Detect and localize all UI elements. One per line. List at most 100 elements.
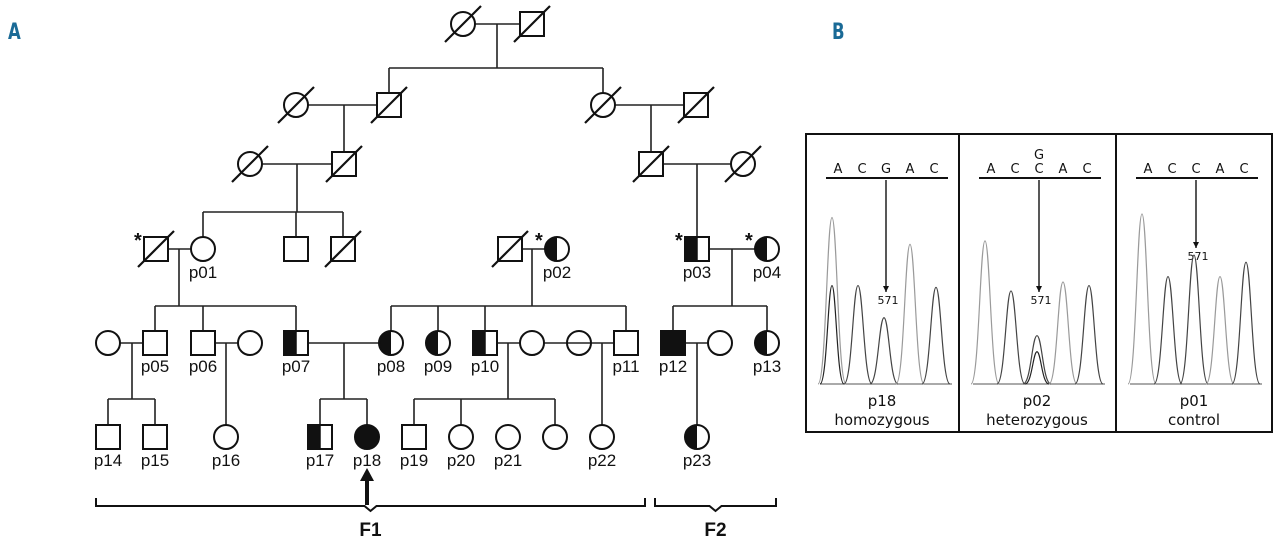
carrier-fill (545, 237, 557, 261)
individual-label: p01 (189, 263, 217, 282)
base-letter: C (1239, 162, 1248, 177)
individual-label: p13 (753, 357, 781, 376)
female-symbol (754, 236, 780, 262)
proband-arrow-head (360, 468, 374, 481)
individual-s5d (566, 330, 592, 356)
individual-g2d (677, 86, 715, 124)
base-letter: C (1034, 162, 1043, 177)
sequenced-asterisk: * (675, 230, 683, 252)
family-f2-label: F2 (704, 520, 726, 541)
trace-peak (996, 290, 1026, 385)
male-symbol (331, 151, 357, 177)
trace-peak (970, 240, 1000, 385)
individual-p13: p13 (753, 330, 781, 376)
female-symbol (684, 424, 710, 450)
individual-label: p17 (306, 451, 334, 470)
female-symbol (754, 330, 780, 356)
deceased-slash (324, 230, 362, 268)
individual-s6a (542, 424, 568, 450)
individual-label: p02 (543, 263, 571, 282)
individual-label: p07 (282, 357, 310, 376)
female-symbol (707, 330, 733, 356)
individual-label: p23 (683, 451, 711, 470)
carrier-fill (284, 331, 296, 355)
individual-p19: p19 (400, 424, 428, 470)
family-f1-brace (95, 498, 646, 513)
trace-peak (869, 317, 899, 385)
individual-g4d (324, 230, 362, 268)
male-symbol (519, 11, 545, 37)
individual-p18: p18 (353, 424, 381, 505)
deceased-slash (277, 86, 315, 124)
family-f1-label: F1 (359, 520, 382, 541)
individual-g4c (283, 236, 309, 262)
female-symbol (95, 330, 121, 356)
deceased-slash (444, 5, 482, 43)
male-symbol (683, 92, 709, 118)
sample-label: p02 (1023, 392, 1052, 410)
male-symbol (142, 424, 168, 450)
male-symbol (660, 330, 686, 356)
sequenced-asterisk: * (745, 230, 753, 252)
female-symbol (213, 424, 239, 450)
individual-p04: *p04 (745, 230, 781, 282)
base-letter: C (1082, 162, 1091, 177)
individual-p06: p06 (189, 330, 217, 376)
deceased-slash (677, 86, 715, 124)
individual-p11: p11 (612, 330, 640, 376)
female-symbol (448, 424, 474, 450)
female-symbol (283, 92, 309, 118)
alt-base-letter: G (1034, 148, 1044, 163)
individual-g4a: * (134, 230, 175, 268)
trace-peak (843, 284, 873, 385)
base-letter: C (1010, 162, 1019, 177)
male-symbol (401, 424, 427, 450)
individual-label: p05 (141, 357, 169, 376)
base-letter: A (1144, 162, 1153, 177)
trace-peak (1205, 275, 1235, 385)
base-letter: C (929, 162, 938, 177)
individual-label: p03 (683, 263, 711, 282)
individual-p10: p10 (471, 330, 499, 376)
base-letter: G (881, 162, 891, 177)
trace-peak (1127, 213, 1157, 385)
position-label: 571 (1031, 294, 1052, 307)
position-arrowhead (1036, 286, 1042, 292)
trace-peak (1074, 284, 1104, 385)
genotype-label: homozygous (834, 411, 929, 429)
deceased-slash (325, 145, 363, 183)
male-symbol (330, 236, 356, 262)
female-symbol (589, 424, 615, 450)
female-symbol (590, 92, 616, 118)
sample-label: p01 (1180, 392, 1209, 410)
female-symbol (190, 236, 216, 262)
carrier-fill (308, 425, 320, 449)
individual-label: p12 (659, 357, 687, 376)
base-letter: C (1191, 162, 1200, 177)
male-symbol (638, 151, 664, 177)
female-symbol (450, 11, 476, 37)
trace-peak (817, 216, 847, 385)
individual-s5a (95, 330, 121, 356)
deceased-slash (370, 86, 408, 124)
trace-peak (1153, 275, 1183, 385)
base-letter: A (834, 162, 843, 177)
individual-label: p10 (471, 357, 499, 376)
trace-peak-secondary (1024, 351, 1050, 385)
individual-g3a (231, 145, 269, 183)
individual-label: p18 (353, 451, 381, 470)
individual-g1a (444, 5, 482, 43)
female-symbol (519, 330, 545, 356)
female-symbol (566, 330, 592, 356)
female-symbol (730, 151, 756, 177)
individual-label: p11 (612, 357, 639, 376)
individual-p01: p01 (189, 236, 217, 282)
female-symbol (354, 424, 380, 450)
trace-peak (1179, 254, 1209, 385)
individual-g3b (325, 145, 363, 183)
individual-p07: p07 (282, 330, 310, 376)
male-symbol (613, 330, 639, 356)
